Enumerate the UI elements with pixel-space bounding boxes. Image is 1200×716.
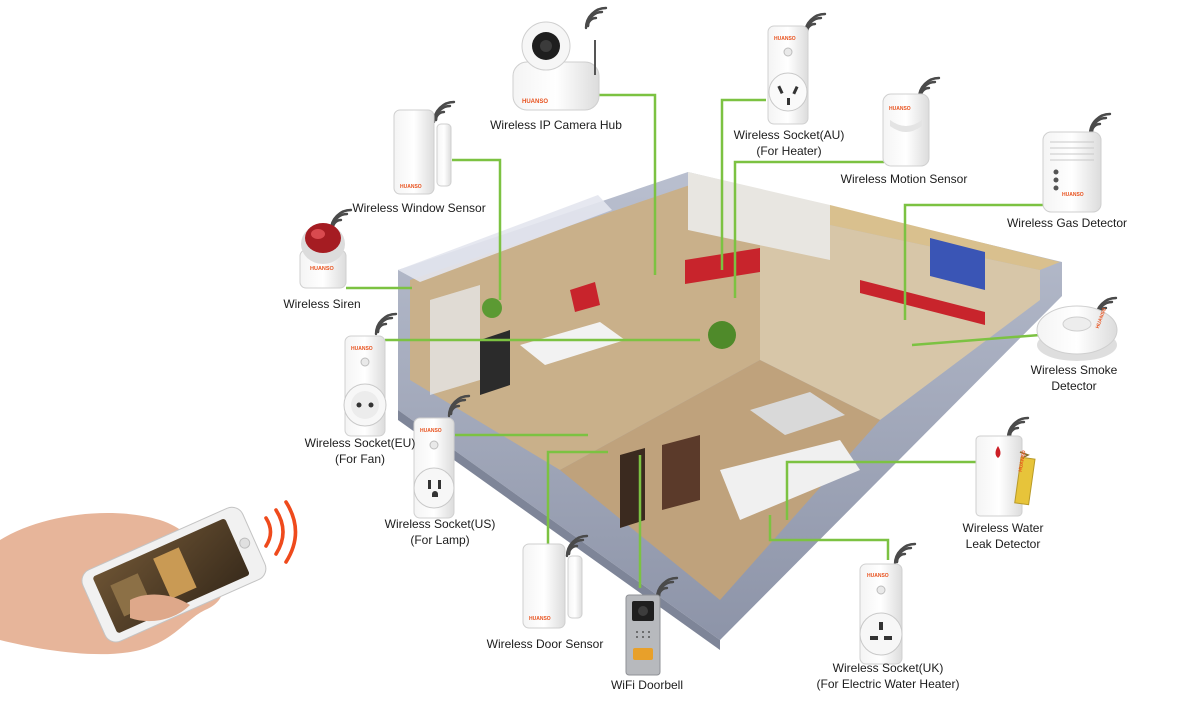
brand-logo: HUANSO — [1018, 450, 1028, 472]
thumb — [130, 594, 190, 622]
label-door: Wireless Door Sensor — [435, 636, 655, 652]
label-line: Wireless Socket(UK) — [832, 661, 944, 675]
wifi-icon — [374, 312, 398, 336]
wifi-icon — [893, 542, 917, 566]
label-line: Wireless Water — [962, 521, 1044, 535]
house-kitchen-wall — [830, 205, 1060, 270]
siren-device: HUANSO — [299, 223, 347, 289]
label-line: Wireless IP Camera Hub — [490, 118, 622, 132]
wifi-icon — [584, 6, 608, 30]
label-camera: Wireless IP Camera Hub — [446, 117, 666, 133]
wifi-icon — [565, 534, 589, 558]
label-line: Wireless Socket(US) — [384, 517, 496, 531]
label-line: Wireless Motion Sensor — [840, 172, 968, 186]
house-inner-wall — [688, 172, 830, 260]
phone-signal-icon — [264, 500, 298, 564]
wifi-icon — [1006, 416, 1030, 440]
water-leak-device: HUANSO — [975, 435, 1036, 517]
label-water: Wireless Water Leak Detector — [893, 520, 1113, 552]
label-line: Wireless Window Sensor — [352, 201, 486, 215]
house-front-edge — [398, 410, 720, 650]
house-red-chair — [570, 282, 600, 312]
doorbell-device — [625, 594, 661, 676]
house-bathroom — [720, 440, 860, 520]
label-line: Wireless Door Sensor — [486, 637, 604, 651]
connector-lines — [346, 93, 1043, 588]
connector-door — [546, 450, 608, 548]
label-line: Wireless Socket(AU) — [733, 128, 845, 142]
motion-sensor-device: HUANSO — [882, 93, 930, 167]
brand-logo: HUANSO — [867, 573, 889, 579]
label-socket-us: Wireless Socket(US) (For Lamp) — [330, 516, 550, 548]
label-motion: Wireless Motion Sensor — [794, 171, 1014, 187]
connector-gas — [903, 203, 1043, 320]
label-line: Detector — [1051, 379, 1097, 393]
label-line: Leak Detector — [965, 537, 1041, 551]
label-line: Wireless Socket(EU) — [304, 436, 416, 450]
house-plant-2 — [482, 298, 502, 318]
label-siren: Wireless Siren — [212, 296, 432, 312]
house-plant — [708, 321, 736, 349]
wifi-icon — [1088, 112, 1112, 136]
connector-motion — [733, 160, 884, 298]
house-dark-door-2 — [662, 435, 700, 510]
socket-us-device: HUANSO — [413, 417, 455, 519]
socket-uk-device: HUANSO — [859, 563, 903, 665]
door-sensor-device: HUANSO — [522, 543, 583, 629]
label-line: Wireless Siren — [283, 297, 361, 311]
connector-camera — [598, 93, 657, 275]
house-shelf — [930, 238, 985, 290]
brand-logo: HUANSO — [400, 184, 422, 190]
label-socket-au: Wireless Socket(AU) (For Heater) — [679, 127, 899, 159]
brand-logo: HUANSO — [889, 106, 911, 112]
connector-window — [452, 158, 502, 300]
house-dark-panel — [480, 330, 510, 395]
label-gas: Wireless Gas Detector — [957, 215, 1177, 231]
label-socket-uk: Wireless Socket(UK) (For Electric Water … — [778, 660, 998, 692]
connector-socket-uk — [768, 515, 890, 560]
brand-logo: HUANSO — [774, 36, 796, 42]
label-line: WiFi Doorbell — [610, 678, 683, 692]
house-red-counter — [860, 280, 985, 325]
brand-logo: HUANSO — [1062, 192, 1084, 198]
wifi-icon — [447, 394, 471, 418]
label-line: (For Heater) — [756, 144, 822, 158]
house-cutaway — [398, 172, 1062, 650]
brand-logo: HUANSO — [522, 99, 548, 105]
brand-logo: HUANSO — [529, 616, 551, 622]
house-dining-table — [750, 392, 845, 435]
label-line: Wireless Smoke — [1030, 363, 1118, 377]
window-sensor-device: HUANSO — [393, 109, 452, 195]
brand-logo: HUANSO — [351, 346, 373, 352]
label-doorbell: WiFi Doorbell — [537, 677, 757, 693]
label-socket-eu: Wireless Socket(EU) (For Fan) — [250, 435, 470, 467]
label-line: (For Fan) — [334, 452, 385, 466]
brand-logo: HUANSO — [310, 266, 335, 272]
label-line: (For Electric Water Heater) — [816, 677, 960, 691]
house-balcony-rail — [398, 195, 612, 282]
socket-au-device: HUANSO — [767, 25, 809, 125]
label-line: Wireless Gas Detector — [1006, 216, 1128, 230]
connector-smoke — [911, 333, 1041, 347]
hand-phone — [0, 500, 298, 655]
ip-camera-device: HUANSO — [512, 21, 600, 111]
connector-water — [785, 460, 978, 520]
house-sofa-white — [520, 322, 625, 365]
label-smoke: Wireless Smoke Detector — [964, 362, 1184, 394]
label-line: (For Lamp) — [410, 533, 470, 547]
socket-eu-device: HUANSO — [343, 335, 387, 437]
gas-detector-device: HUANSO — [1042, 131, 1102, 213]
label-window: Wireless Window Sensor — [309, 200, 529, 216]
connector-socket-au — [720, 98, 766, 270]
smoke-detector-device: HUANSO — [1036, 305, 1118, 361]
brand-logo: HUANSO — [420, 428, 442, 434]
